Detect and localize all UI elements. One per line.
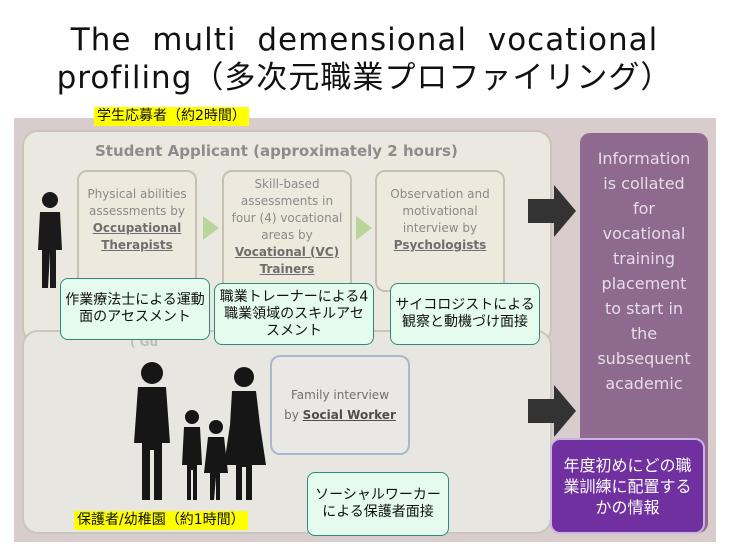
big-arrow-top-icon xyxy=(528,185,576,237)
title-line-2: profiling（多次元職業プロファイリング） xyxy=(56,60,673,96)
vc-assessment-box: Skill-based assessments in four (4) voca… xyxy=(222,170,352,292)
ot-assessment-box: Physical abilities assessments by Occupa… xyxy=(77,170,197,292)
vc-box-line: four (4) vocational xyxy=(231,211,343,225)
psy-box-line: Observation and xyxy=(390,187,490,201)
student-heading: Student Applicant (approximately 2 hours… xyxy=(95,142,458,160)
result-line: Information xyxy=(597,149,691,168)
result-line: for xyxy=(633,199,655,218)
vc-box-line: assessments in xyxy=(240,194,334,208)
family-interview-strong: Social Worker xyxy=(302,408,396,422)
result-line: training xyxy=(613,249,675,268)
student-time-label: 学生応募者（約2時間） xyxy=(94,107,249,126)
family-interview-line: Family interview xyxy=(290,388,390,402)
psy-box-strong: Psychologists xyxy=(393,238,487,252)
ot-box-line: assessments by xyxy=(89,204,185,218)
vc-box-strong: Vocational (VC) xyxy=(234,245,340,259)
jp-note-psy: サイコロジストによる観察と動機づけ面接 xyxy=(390,283,540,345)
ot-box-line: Physical abilities xyxy=(87,187,187,201)
jp-result-box: 年度初めにどの職業訓練に配置するかの情報 xyxy=(550,438,705,534)
guardian-time-label: 保護者/幼稚園（約1時間） xyxy=(74,511,248,530)
result-line: subsequent xyxy=(597,349,691,368)
title-line-1: The multi demensional vocational xyxy=(70,22,659,58)
result-line: is collated xyxy=(603,174,685,193)
family-interview-by: by Social Worker xyxy=(284,405,396,425)
psychologist-interview-box: Observation and motivational interview b… xyxy=(375,170,505,292)
vc-box-line: Skill-based xyxy=(254,177,320,191)
family-silhouette-icon xyxy=(134,362,266,500)
result-line: placement xyxy=(601,274,687,293)
jp-note-ot: 作業療法士による運動面のアセスメント xyxy=(60,278,210,340)
jp-note-sw: ソーシャルワーカーによる保護者面接 xyxy=(307,472,449,536)
ot-box-strong: Therapists xyxy=(101,238,173,252)
family-interview-prefix: by xyxy=(284,408,303,422)
big-arrow-bottom-icon xyxy=(528,385,576,437)
result-line: vocational xyxy=(602,224,686,243)
result-panel-text: Information is collated for vocational t… xyxy=(580,146,708,396)
arrow-right-icon xyxy=(356,216,372,240)
vc-box-line: areas by xyxy=(261,228,313,242)
arrow-right-icon xyxy=(203,216,219,240)
result-line: academic xyxy=(605,374,683,393)
result-line: the xyxy=(630,324,658,343)
family-interview-box: Family interview by Social Worker xyxy=(270,355,410,455)
jp-note-vc: 職業トレーナーによる4職業領域のスキルアセスメント xyxy=(214,283,374,345)
psy-box-line: motivational xyxy=(402,204,478,218)
student-silhouette-icon xyxy=(38,192,62,288)
psy-box-line: interview by xyxy=(402,221,478,235)
ot-box-strong: Occupational xyxy=(92,221,182,235)
result-line: to start in xyxy=(604,299,684,318)
vc-box-strong: Trainers xyxy=(259,262,315,276)
